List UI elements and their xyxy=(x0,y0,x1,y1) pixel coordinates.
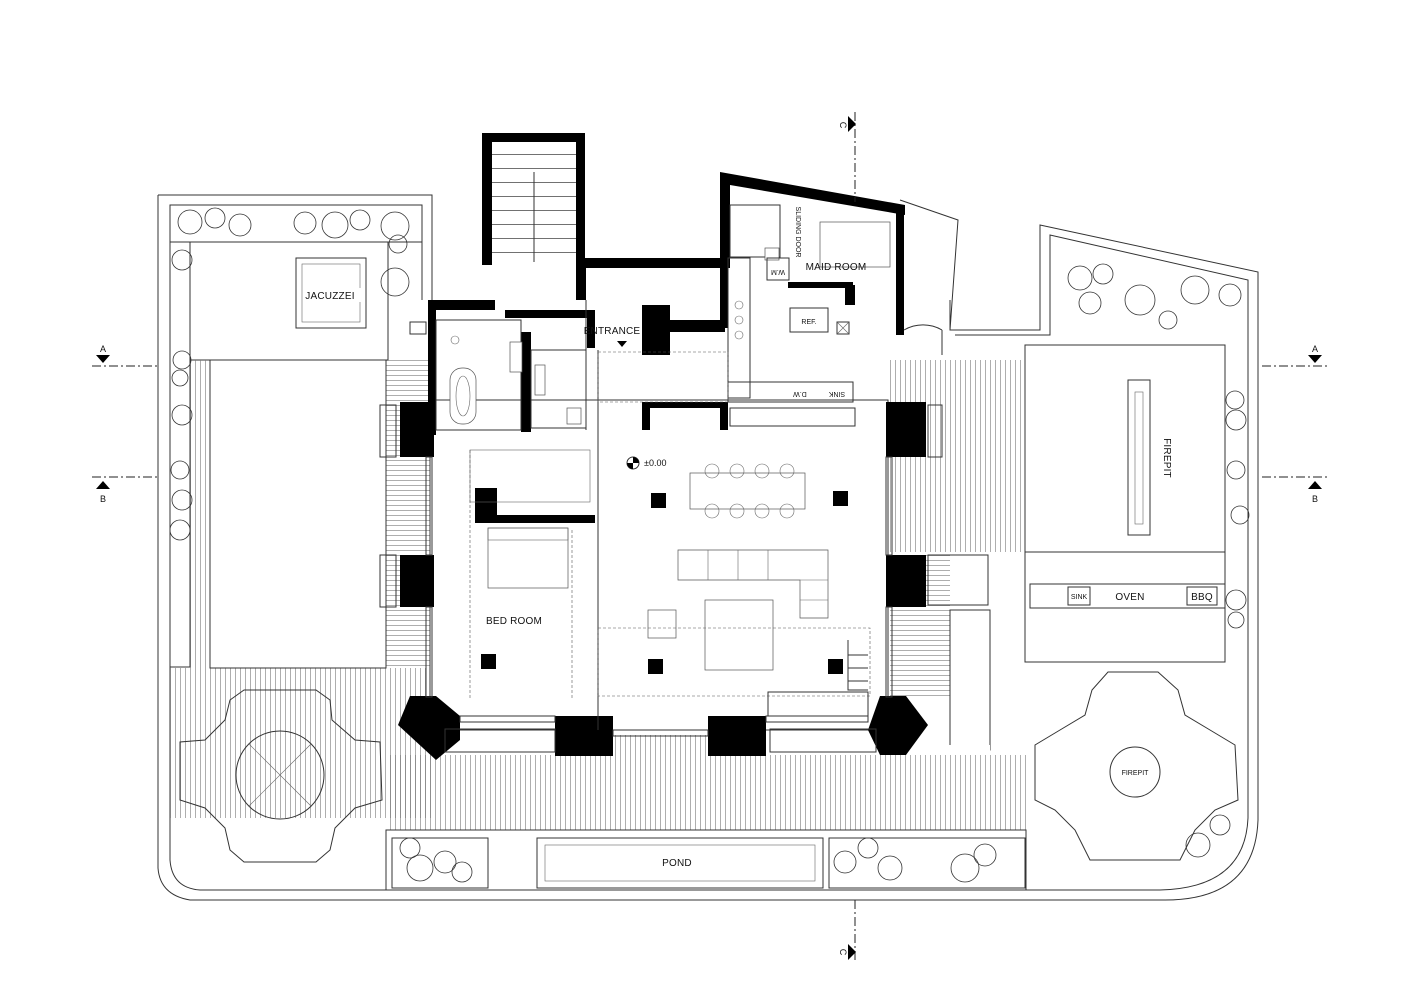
section-marker-a-east: A xyxy=(1308,344,1322,363)
south-deck xyxy=(385,735,1027,891)
dw-label: D.W xyxy=(793,390,807,397)
outdoor-kitchen: SINK OVEN BBQ xyxy=(1029,583,1226,609)
courtyard-west xyxy=(179,689,383,863)
oven-label: OVEN xyxy=(1115,592,1144,603)
svg-text:B: B xyxy=(1312,494,1318,504)
planter-south-west xyxy=(391,837,489,889)
walls xyxy=(398,172,928,760)
maid-room-label: MAID ROOM xyxy=(806,262,867,273)
section-marker-a-west: A xyxy=(96,344,110,363)
svg-text:C: C xyxy=(838,122,848,129)
kitchen: D.W SINK W.M REF. MAID ROOM SLIDING DOOR xyxy=(727,207,943,427)
site-outline xyxy=(157,194,1259,901)
firepit-east-label: FIREPIT xyxy=(1161,438,1172,478)
planter-west xyxy=(169,204,423,668)
bedroom: BED ROOM xyxy=(469,449,591,700)
wm-label: W.M xyxy=(771,268,785,275)
ref-label: REF. xyxy=(801,319,816,326)
bed-room-label: BED ROOM xyxy=(486,616,542,627)
kitchen-sink-label: SINK xyxy=(829,390,846,397)
svg-text:C: C xyxy=(838,949,848,956)
section-marker-c-south: C xyxy=(838,944,856,960)
svg-text:B: B xyxy=(100,494,106,504)
jacuzzi: JACUZZEI xyxy=(295,257,367,329)
sink-label: SINK xyxy=(1071,594,1088,601)
linear-firepit: FIREPIT xyxy=(1127,379,1172,536)
entrance: ENTRANCE xyxy=(584,326,729,403)
section-marker-b-west: B xyxy=(96,481,110,504)
living-dining: ±0.00 xyxy=(597,456,871,717)
bbq-label: BBQ xyxy=(1191,592,1213,603)
stair-tower xyxy=(482,133,585,270)
svg-text:A: A xyxy=(100,344,106,354)
jacuzzi-label: JACUZZEI xyxy=(305,291,354,302)
sliding-door-label: SLIDING DOOR xyxy=(794,207,801,258)
planter-east xyxy=(1067,263,1250,629)
svg-text:A: A xyxy=(1312,344,1318,354)
section-marker-b-east: B xyxy=(1308,481,1322,504)
bathroom xyxy=(409,204,781,431)
firepit-round-label: FIREPIT xyxy=(1122,770,1150,777)
entrance-label: ENTRANCE xyxy=(584,326,641,337)
planter-south-east xyxy=(828,837,1026,889)
paving-west xyxy=(209,359,387,669)
level-label: ±0.00 xyxy=(644,458,666,468)
pond: POND xyxy=(536,837,824,889)
pond-label: POND xyxy=(662,858,692,869)
section-marker-c-north: C xyxy=(838,116,856,132)
east-deck xyxy=(890,344,1226,697)
section-lines xyxy=(92,112,1330,960)
courtyard-east: FIREPIT xyxy=(1034,671,1239,861)
paving-east xyxy=(905,554,991,753)
